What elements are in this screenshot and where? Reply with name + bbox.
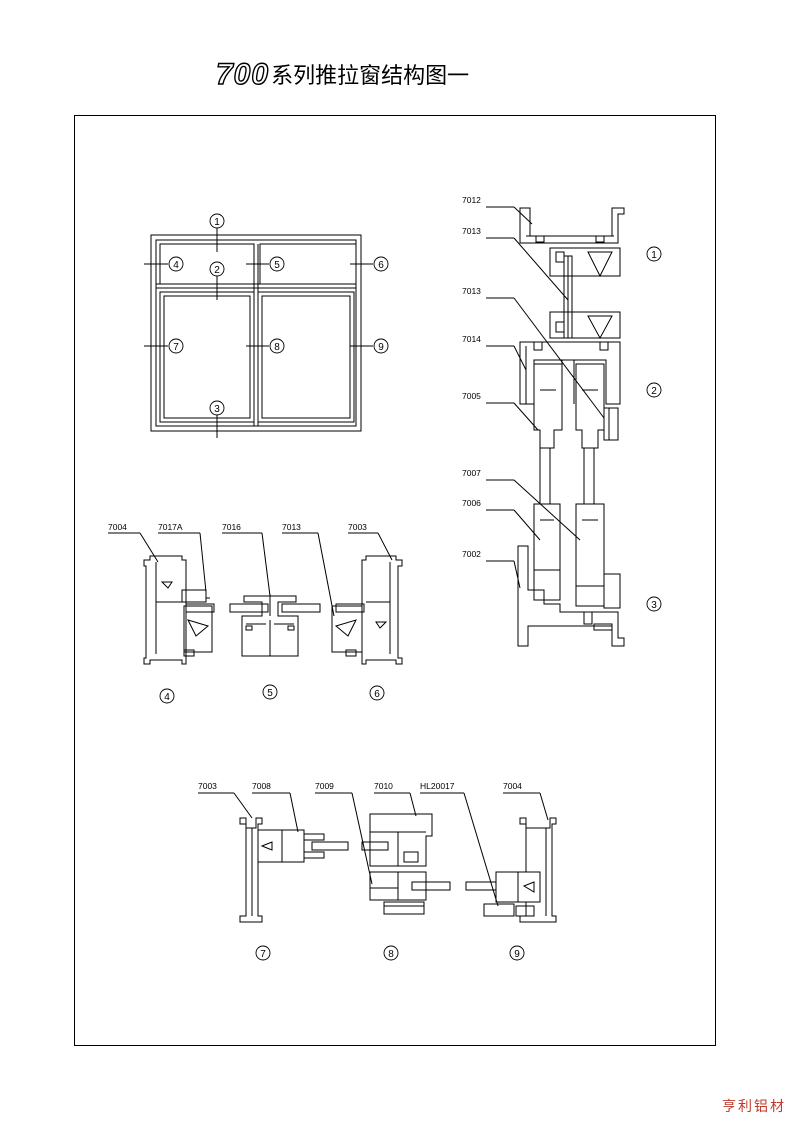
elevation-marker-5: 5 — [274, 260, 280, 271]
marker-circle — [373, 338, 389, 354]
marker-circle — [369, 685, 385, 701]
marker-circle — [255, 945, 271, 961]
section-marker-5: 5 — [267, 688, 273, 699]
title-series-number: 700 — [215, 58, 270, 91]
marker-circle — [209, 400, 225, 416]
label-7008: 7008 — [252, 781, 271, 791]
section-marker-4: 4 — [164, 692, 170, 703]
label-7016: 7016 — [222, 522, 241, 532]
label-HL20017: HL20017 — [420, 781, 455, 791]
section-marker-7: 7 — [260, 949, 266, 960]
page-title: 700 系列推拉窗结构图一 — [215, 54, 470, 91]
vertical-marker-1: 1 — [651, 250, 657, 261]
marker-circle — [269, 338, 285, 354]
elevation-markers — [168, 213, 389, 416]
label-7005: 7005 — [462, 391, 481, 401]
marker-circle — [168, 256, 184, 272]
marker-circle — [383, 945, 399, 961]
section-marker-8: 8 — [388, 949, 394, 960]
elevation-marker-4: 4 — [173, 260, 179, 271]
label-7004: 7004 — [108, 522, 127, 532]
label-7002: 7002 — [462, 549, 481, 559]
label-7013: 7013 — [282, 522, 301, 532]
marker-circle — [646, 596, 662, 612]
label-7014: 7014 — [462, 334, 481, 344]
elevation-marker-6: 6 — [378, 260, 384, 271]
section-789 — [198, 792, 557, 923]
label-7007: 7007 — [462, 468, 481, 478]
marker-circle — [646, 246, 662, 262]
window-elevation — [144, 228, 373, 438]
marker-circle — [159, 688, 175, 704]
elevation-marker-3: 3 — [214, 404, 220, 415]
marker-circle — [209, 213, 225, 229]
section-marker-9: 9 — [514, 949, 520, 960]
label-7013-lower: 7013 — [462, 286, 481, 296]
elevation-marker-2: 2 — [214, 265, 220, 276]
vertical-marker-2: 2 — [651, 386, 657, 397]
label-7017A: 7017A — [158, 522, 183, 532]
drawing-frame — [74, 115, 716, 1046]
section-marker-6: 6 — [374, 689, 380, 700]
vertical-marker-3: 3 — [651, 600, 657, 611]
elevation-marker-9: 9 — [378, 342, 384, 353]
label-7010: 7010 — [374, 781, 393, 791]
marker-circle — [646, 382, 662, 398]
marker-circle — [269, 256, 285, 272]
title-text: 系列推拉窗结构图一 — [271, 64, 470, 89]
elevation-marker-8: 8 — [274, 342, 280, 353]
marker-circle — [373, 256, 389, 272]
marker-circle — [209, 261, 225, 277]
marker-circle — [509, 945, 525, 961]
label-7004: 7004 — [503, 781, 522, 791]
label-7012: 7012 — [462, 195, 481, 205]
elevation-marker-7: 7 — [173, 342, 179, 353]
marker-circle — [262, 684, 278, 700]
section-456 — [108, 532, 403, 665]
marker-circle — [168, 338, 184, 354]
elevation-marker-1: 1 — [214, 217, 220, 228]
brand-name: 亨利铝材 — [722, 1099, 786, 1115]
label-7003: 7003 — [198, 781, 217, 791]
label-7003: 7003 — [348, 522, 367, 532]
label-7006: 7006 — [462, 498, 481, 508]
vertical-section — [486, 206, 625, 647]
label-7013-upper: 7013 — [462, 226, 481, 236]
label-7009: 7009 — [315, 781, 334, 791]
